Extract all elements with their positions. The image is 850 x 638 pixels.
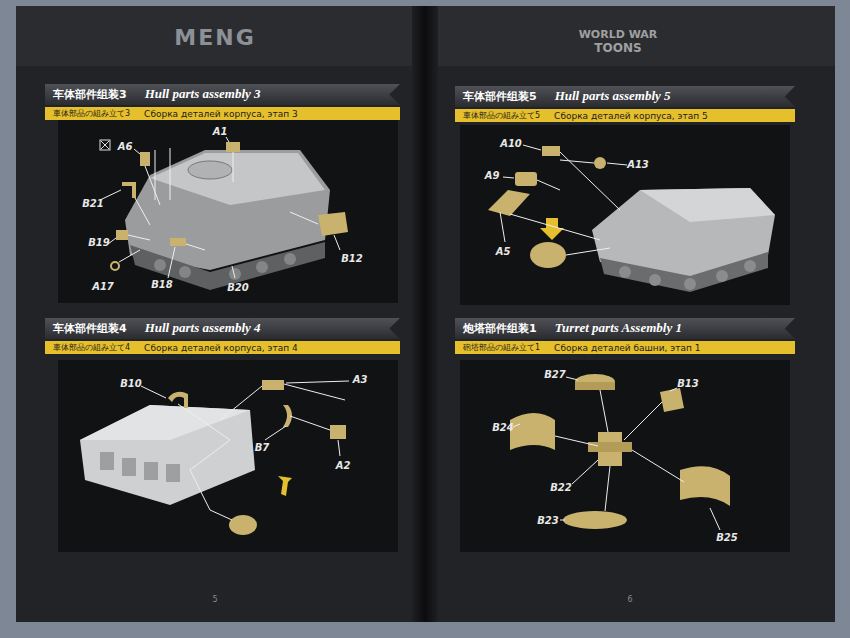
callout-number: A3 — [353, 375, 368, 385]
step-title-ru: Сборка деталей корпуса, этап 5 — [554, 111, 708, 121]
step-banner: 车体部件组装4 Hull parts assembly 4 — [45, 318, 400, 339]
brand-logo: MENG — [174, 27, 255, 49]
step-title-ru: Сборка деталей корпуса, этап 4 — [144, 343, 298, 353]
step-title-jp: 車体部品の組み立て4 — [53, 342, 130, 353]
callout-number: B25 — [716, 533, 738, 543]
step-panel: 车体部件组装4 Hull parts assembly 4 車体部品の組み立て4 Сб… — [45, 318, 400, 354]
step-subbar: 車体部品の組み立て3 Сборка деталей корпуса, этап 3 — [45, 107, 400, 120]
callout-number: A13 — [627, 160, 649, 170]
step-title-ru: Сборка деталей башни, этап 1 — [554, 343, 700, 353]
callout-number: A17 — [92, 282, 114, 292]
callout-number: B27 — [544, 370, 566, 380]
callout-number: B12 — [341, 254, 363, 264]
series-logo: WORLD WAR — [579, 29, 658, 40]
page-number: 5 — [212, 596, 217, 604]
callout-number: A5 — [496, 247, 511, 257]
step-title-zh: 车体部件组装3 — [53, 87, 127, 102]
step-panel: 车体部件组装5 Hull parts assembly 5 車体部品の組み立て5 Сб… — [455, 86, 795, 122]
step-panel: 车体部件组装3 Hull parts assembly 3 車体部品の組み立て3 Сб… — [45, 84, 400, 120]
step-title-en: Turret parts Assembly 1 — [555, 320, 682, 336]
step-title-jp: 砲塔部品の組み立て1 — [463, 342, 540, 353]
step-title-zh: 车体部件组装5 — [463, 89, 537, 104]
callout-number: B23 — [537, 516, 559, 526]
callout-number: B21 — [82, 199, 104, 209]
callout-number: B20 — [227, 283, 249, 293]
callout-number: B22 — [550, 483, 572, 493]
step-title-zh: 车体部件组装4 — [53, 321, 127, 336]
callout-number: B24 — [492, 423, 514, 433]
callout-number: A2 — [336, 461, 351, 471]
callout-number: B18 — [151, 280, 173, 290]
callout-number: B10 — [120, 379, 142, 389]
step-subbar: 砲塔部品の組み立て1 Сборка деталей башни, этап 1 — [455, 341, 795, 354]
series-logo: TOONS — [594, 42, 641, 54]
step-banner: 车体部件组装5 Hull parts assembly 5 — [455, 86, 795, 107]
step-title-ru: Сборка деталей корпуса, этап 3 — [144, 109, 298, 119]
callout-number: B7 — [255, 443, 270, 453]
step-subbar: 車体部品の組み立て4 Сборка деталей корпуса, этап 4 — [45, 341, 400, 354]
step-title-en: Hull parts assembly 5 — [555, 88, 671, 104]
callout-number: A6 — [118, 142, 133, 152]
step-banner: 炮塔部件组装1 Turret parts Assembly 1 — [455, 318, 795, 339]
callout-number: B13 — [677, 379, 699, 389]
step-title-jp: 車体部品の組み立て3 — [53, 108, 130, 119]
step-subbar: 車体部品の組み立て5 Сборка деталей корпуса, этап 5 — [455, 109, 795, 122]
step-banner: 车体部件组装3 Hull parts assembly 3 — [45, 84, 400, 105]
callout-number: A10 — [500, 139, 522, 149]
step-title-zh: 炮塔部件组装1 — [463, 321, 537, 336]
callout-number: B19 — [88, 238, 110, 248]
step-title-en: Hull parts assembly 4 — [145, 320, 261, 336]
step-title-en: Hull parts assembly 3 — [145, 86, 261, 102]
step-panel: 炮塔部件组装1 Turret parts Assembly 1 砲塔部品の組み立て1… — [455, 318, 795, 354]
page-number: 6 — [627, 596, 632, 604]
callout-number: A1 — [213, 127, 228, 137]
step-title-jp: 車体部品の組み立て5 — [463, 110, 540, 121]
callout-number: A9 — [485, 171, 500, 181]
